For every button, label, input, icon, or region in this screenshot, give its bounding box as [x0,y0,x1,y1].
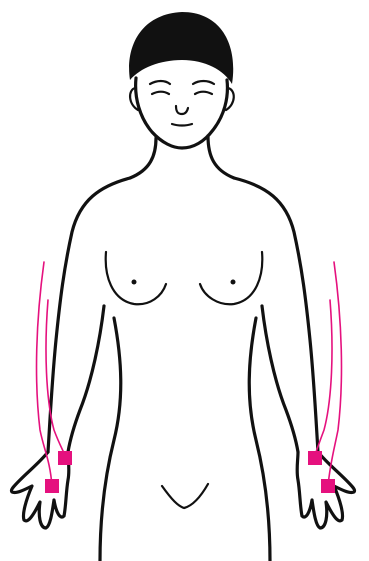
right-nipple [231,280,236,285]
left-nipple [132,280,137,285]
left-wrist-electrode-upper [308,451,322,465]
electrode-leads [37,262,342,486]
left-lead-outer [328,262,341,486]
right-wrist-electrode-lower [45,479,59,493]
right-arm-inner [262,306,298,452]
hair-cap [129,12,233,84]
left-wrist-electrode-lower [321,479,335,493]
right-wrist-electrode-upper [58,451,72,465]
left-eyebrow [150,81,170,84]
right-breast [200,252,262,304]
right-eye [195,92,212,94]
torso-outline [48,136,318,561]
left-breast [106,252,166,304]
neck-left [130,138,156,178]
nose [176,106,188,114]
left-eye [152,92,169,94]
head [129,12,234,148]
left-waist [100,318,121,561]
right-shoulder-arm-outer [234,178,318,452]
neck-right [208,136,234,178]
groin [162,484,208,508]
right-eyebrow [193,81,214,84]
mouth [172,124,192,126]
left-arm-inner [68,306,104,452]
electrodes [45,451,335,493]
right-waist [249,318,270,561]
right-lead-outer [37,262,52,486]
